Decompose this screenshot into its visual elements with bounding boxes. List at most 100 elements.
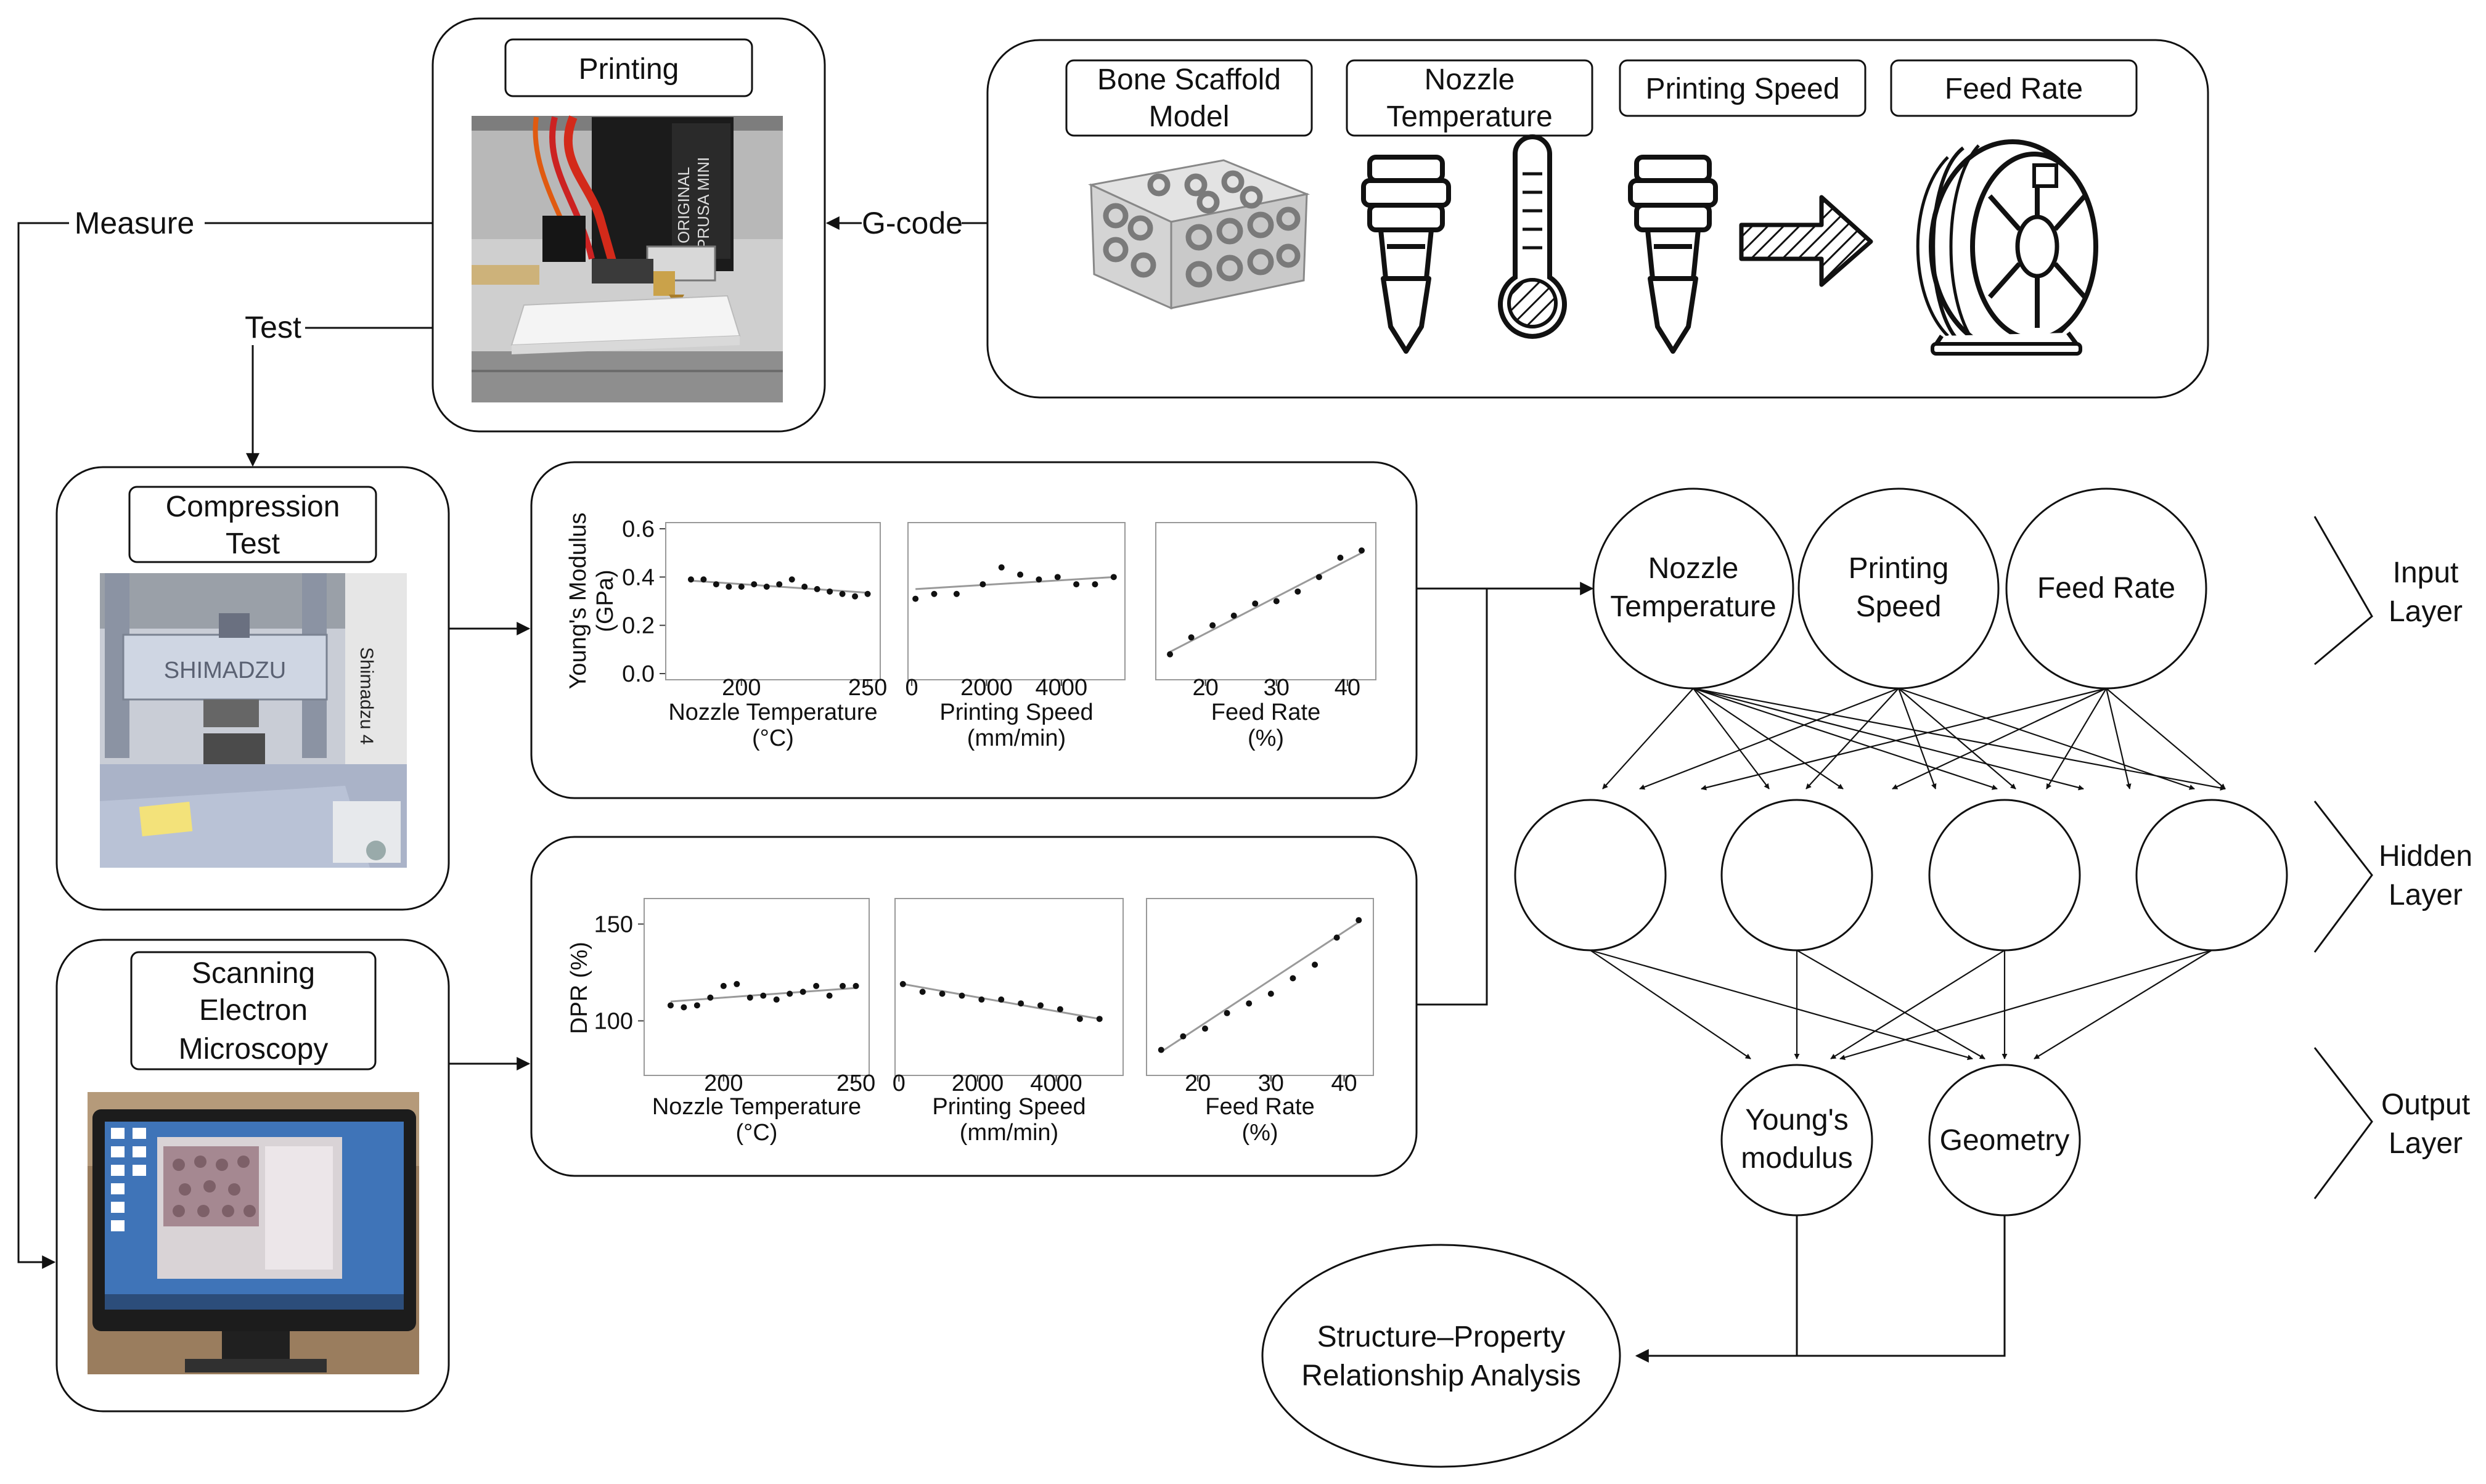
input-hidden-edge: [1693, 687, 1998, 790]
layer-label-1: Hidden: [2379, 840, 2472, 873]
x-tick-label: 2000: [952, 1070, 1004, 1096]
x-axis-label: Feed Rate: [1211, 699, 1320, 725]
x-axis-unit: (%): [1248, 725, 1284, 751]
nozzle-temperature-title-1: Nozzle: [1425, 63, 1515, 96]
output-node-label-2: modulus: [1741, 1142, 1852, 1175]
neural-network: Nozzle Temperature Printing Speed Feed R…: [1261, 487, 2472, 1468]
input-hidden-edge: [1892, 688, 2107, 789]
sem-title-3: Microscopy: [179, 1033, 329, 1066]
compression-title-box: [128, 486, 377, 563]
arrow-right-icon: [1739, 195, 1873, 287]
data-point: [1273, 598, 1280, 605]
printing-title: Printing: [579, 53, 679, 86]
printing-speed-title-box: [1619, 59, 1867, 117]
data-point: [760, 992, 767, 999]
input-hidden-edge: [2106, 688, 2226, 789]
x-tick-label: 200: [722, 675, 761, 701]
output-layer-label: Output Layer: [2313, 1047, 2470, 1199]
x-tick-label: 4000: [1036, 675, 1088, 701]
x-tick-label: 0: [893, 1070, 906, 1096]
data-point: [978, 996, 985, 1003]
nozzle-speed-icon: [1628, 155, 1718, 354]
x-axis-label: Printing Speed: [932, 1094, 1086, 1120]
data-point: [667, 1002, 674, 1009]
data-point: [1167, 651, 1174, 658]
sem-computer-photo: [88, 1092, 419, 1374]
data-point: [1337, 555, 1344, 561]
data-point: [826, 992, 833, 999]
data-point: [738, 584, 745, 590]
layer-label-1: Input: [2393, 556, 2459, 589]
data-point: [1018, 1000, 1024, 1007]
data-point: [899, 980, 906, 987]
input-hidden-edge: [1693, 687, 2226, 791]
compression-title-2: Test: [226, 528, 280, 560]
hidden-node-1: [1514, 799, 1667, 952]
data-point: [1096, 1016, 1103, 1022]
data-point: [1073, 581, 1080, 588]
data-point: [776, 581, 783, 588]
bone-scaffold-title-2: Model: [1149, 100, 1230, 133]
hidden-node-4: [2135, 799, 2288, 952]
hidden-output-edge: [1839, 949, 2212, 1061]
data-point: [814, 585, 820, 592]
hidden-output-edge: [2034, 950, 2212, 1059]
data-point: [998, 996, 1005, 1003]
thermometer-icon: [1498, 134, 1567, 339]
input-node-feed-rate: Feed Rate: [2005, 487, 2207, 690]
hidden-output-edge: [1796, 950, 1985, 1059]
x-axis-unit: (°C): [752, 725, 794, 751]
data-point: [959, 992, 965, 999]
data-point: [787, 990, 793, 997]
prusa-text-2: PRUSA MINI: [694, 157, 713, 250]
y-tick-label: 150: [594, 911, 633, 937]
plot-frame: [894, 898, 1124, 1076]
x-tick-label: 2000: [960, 675, 1013, 701]
data-point: [693, 1002, 700, 1009]
input-layer-label: Input Layer: [2313, 516, 2463, 666]
input-node-printing-speed: Printing Speed: [1797, 487, 2000, 690]
trend-line: [915, 576, 1114, 590]
output-node-label-1: Young's: [1745, 1104, 1849, 1136]
layer-label-2: Layer: [2389, 879, 2463, 911]
data-point: [1230, 613, 1237, 619]
data-point: [1201, 1025, 1208, 1032]
trend-line: [1169, 552, 1362, 653]
plot-frame: [907, 522, 1126, 680]
x-axis-label: Nozzle Temperature: [668, 699, 877, 725]
input-hidden-edge: [1701, 687, 2107, 791]
data-point: [720, 982, 727, 989]
input-hidden-edge: [1898, 687, 2195, 790]
trend-line: [1160, 921, 1360, 1053]
data-point: [681, 1004, 687, 1011]
input-hidden-edge: [1898, 688, 2016, 789]
data-point: [1358, 547, 1365, 554]
x-tick-label: 250: [836, 1070, 875, 1096]
data-point: [713, 581, 719, 588]
printer-photo: ORIGINAL PRUSA MINI: [472, 115, 783, 402]
hidden-node-3: [1928, 799, 2081, 952]
sem-title-2: Electron: [199, 994, 308, 1027]
data-point: [1290, 975, 1296, 982]
data-point: [1267, 990, 1274, 997]
network-connections: [1590, 687, 2226, 1061]
sem-panel: Scanning Electron Microscopy: [55, 939, 450, 1413]
prusa-text-1: ORIGINAL: [674, 167, 693, 243]
data-point: [1180, 1033, 1187, 1040]
printing-title-box: [504, 38, 753, 97]
printing-speed-title: Printing Speed: [1646, 73, 1840, 105]
bone-scaffold-icon: [1088, 159, 1310, 310]
test-label: Test: [245, 310, 301, 344]
data-point: [1158, 1046, 1164, 1053]
y-tick-label: 0.6: [622, 516, 655, 542]
nozzle-temperature-title-2: Temperature: [1386, 100, 1552, 133]
shimadzu-side-text: Shimadzu 4: [356, 647, 377, 744]
data-point: [773, 996, 780, 1003]
input-node-label-1: Printing: [1849, 552, 1949, 585]
data-point: [1036, 576, 1042, 583]
gcode-label: G-code: [862, 206, 963, 240]
data-point: [1315, 574, 1322, 581]
